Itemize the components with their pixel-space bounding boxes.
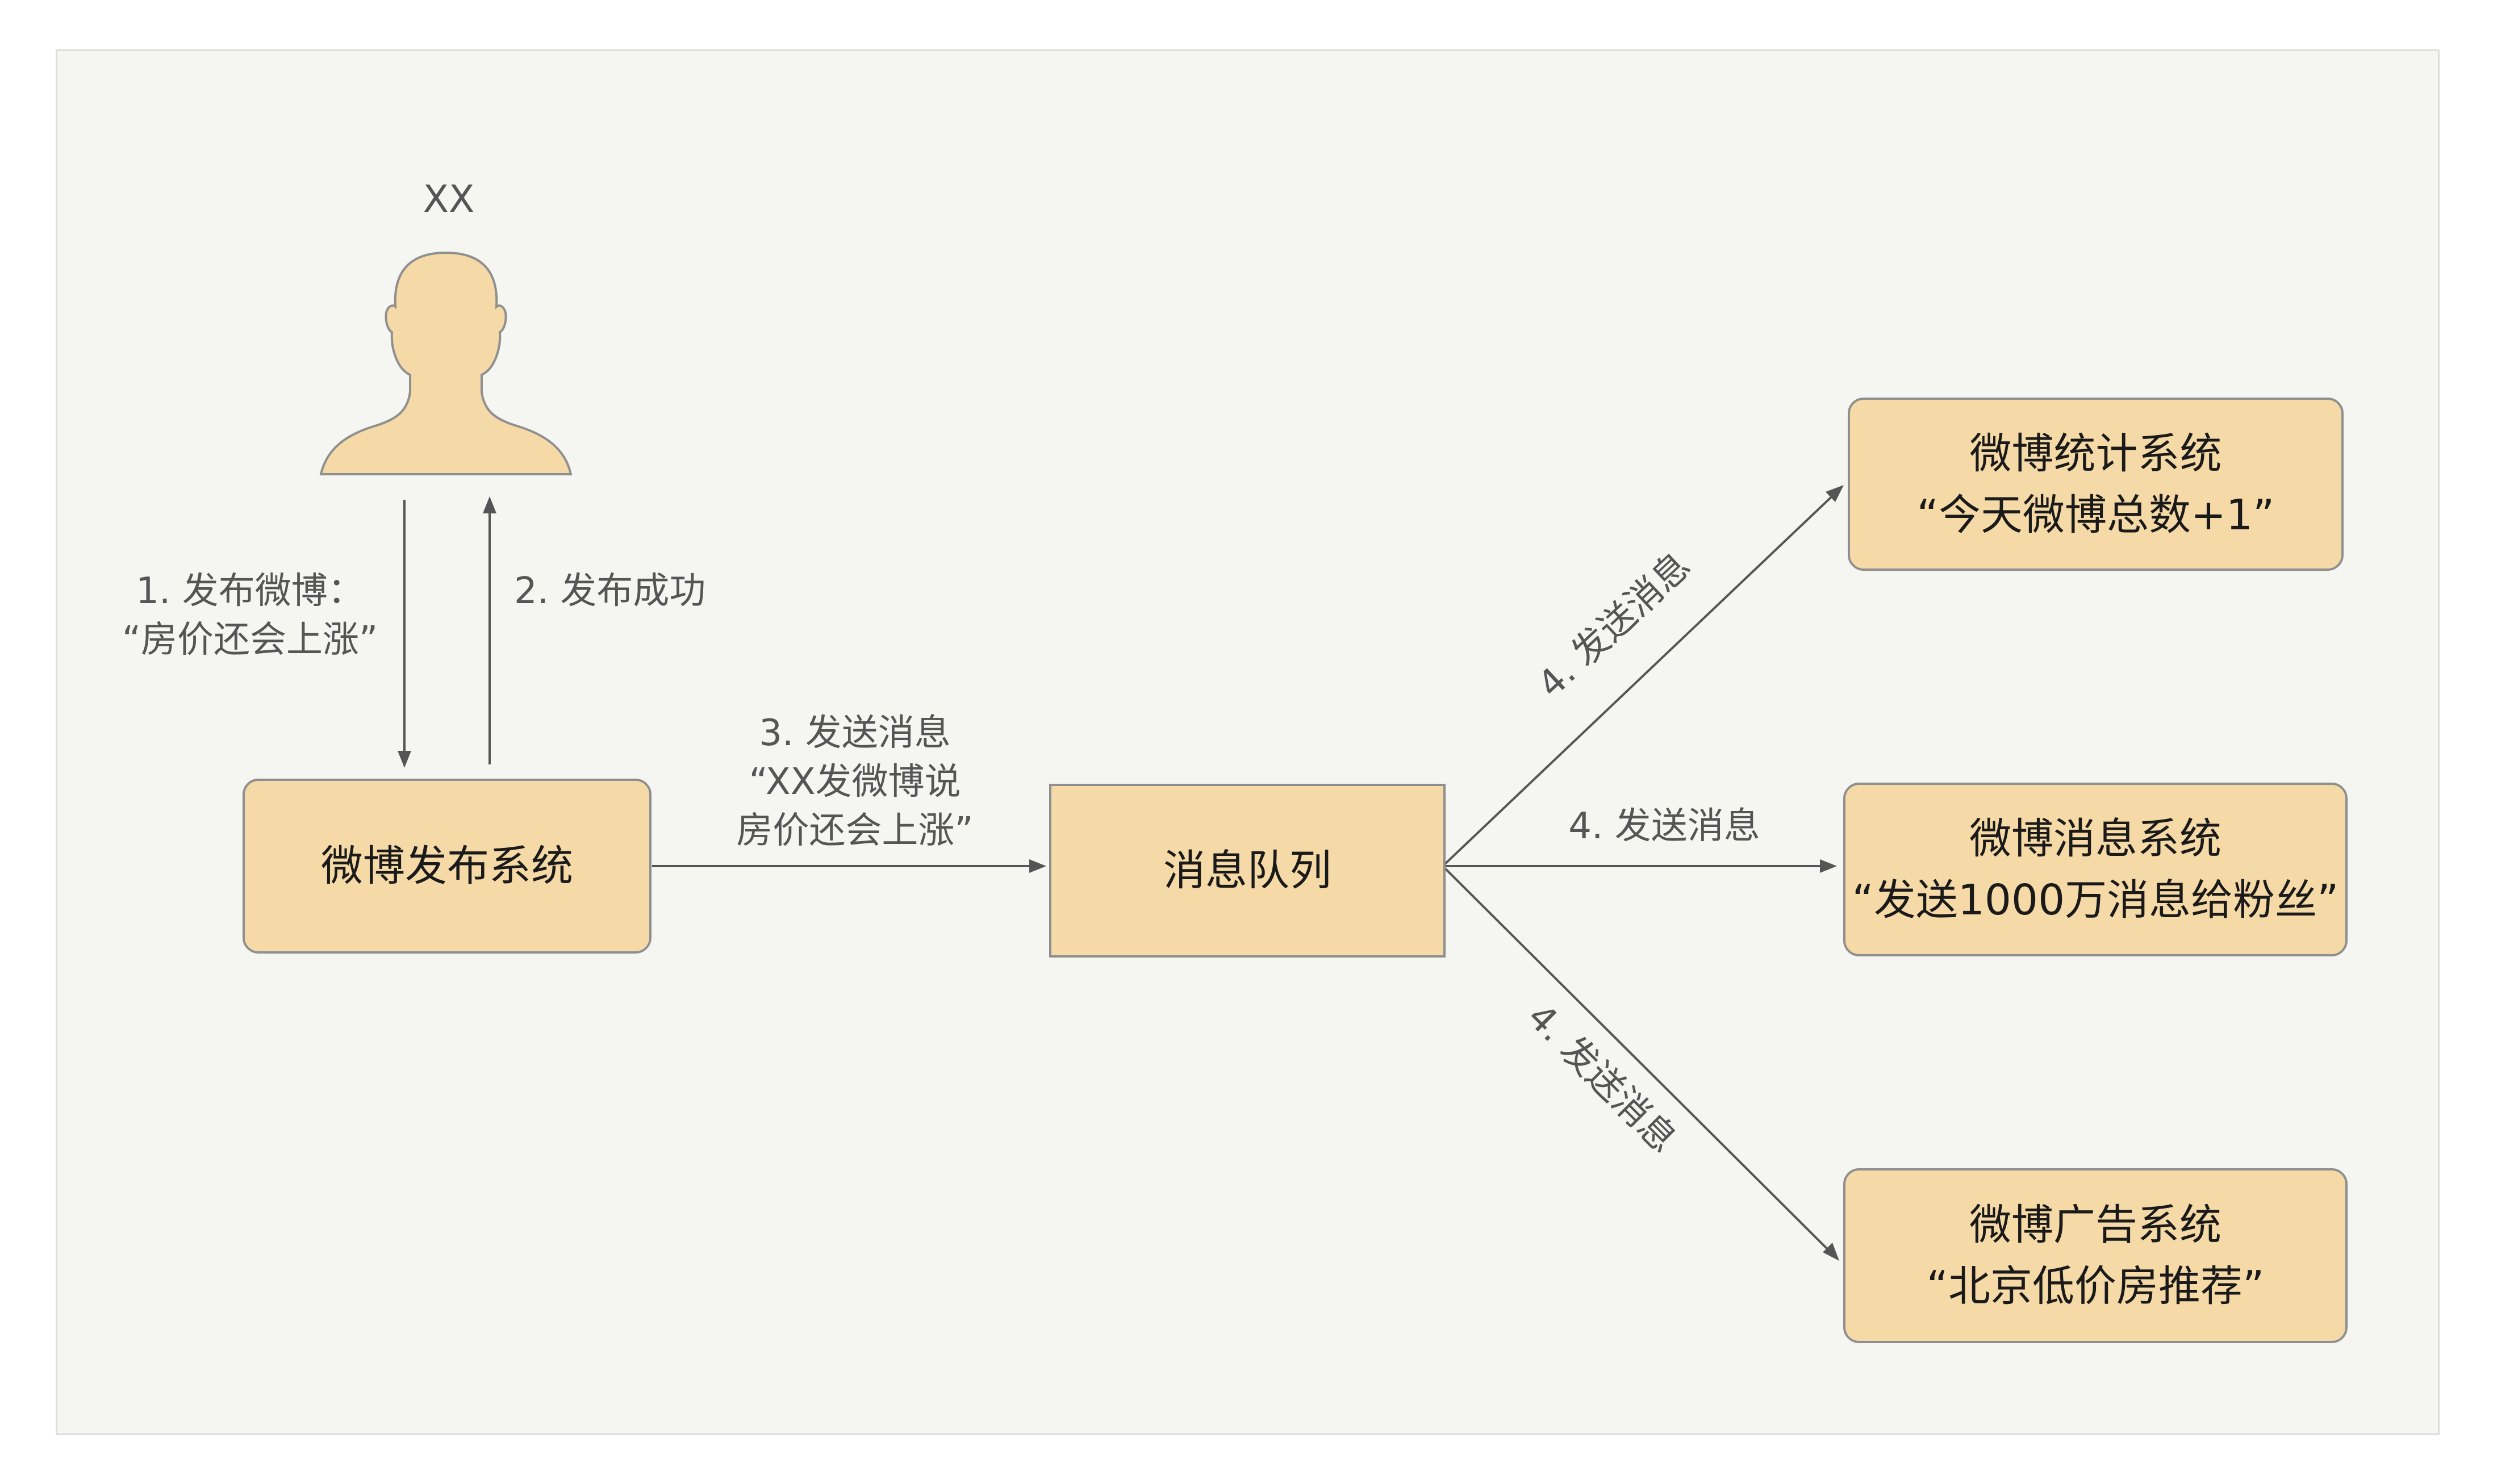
step1-line1: 1. 发布微博： <box>136 570 364 612</box>
publish-system-label: 微博发布系统 <box>321 842 573 891</box>
step4-mid-label: 4. 发送消息 <box>1568 805 1760 847</box>
arrowhead-up <box>483 496 496 513</box>
arrowhead-message <box>1820 859 1837 873</box>
step3-line2: “XX发微博说 <box>749 761 961 803</box>
message-system-detail: “发送1000万消息给粉丝” <box>1852 876 2339 925</box>
arrow-queue-to-ads <box>1442 865 1837 1259</box>
step3-line1: 3. 发送消息 <box>759 712 951 754</box>
ads-system-box: 微博广告系统 “北京低价房推荐” <box>1843 1168 2348 1343</box>
arrowhead-right-queue <box>1029 859 1046 873</box>
step1-label: 1. 发布微博： “房价还会上涨” <box>102 567 398 664</box>
message-system-box: 微博消息系统 “发送1000万消息给粉丝” <box>1843 783 2348 956</box>
step1-line2: “房价还会上涨” <box>122 619 378 661</box>
step2-label: 2. 发布成功 <box>514 570 706 612</box>
arrowhead-stats <box>1826 485 1844 502</box>
arrow-queue-to-stats <box>1442 487 1841 867</box>
arrowhead-ads <box>1823 1243 1839 1261</box>
message-queue-label: 消息队列 <box>1163 846 1331 895</box>
user-name-label: XX <box>423 177 475 221</box>
user-silhouette-icon <box>319 251 573 475</box>
stats-system-box: 微博统计系统 “今天微博总数+1” <box>1848 398 2344 571</box>
publish-system-box: 微博发布系统 <box>243 779 652 954</box>
message-system-title: 微博消息系统 <box>1969 814 2221 863</box>
stats-system-title: 微博统计系统 <box>1969 429 2222 478</box>
stats-system-detail: “今天微博总数+1” <box>1916 490 2275 540</box>
message-queue-box: 消息队列 <box>1049 784 1446 958</box>
arrowhead-down <box>398 751 411 768</box>
ads-system-title: 微博广告系统 <box>1969 1201 2221 1249</box>
step3-label: 3. 发送消息 “XX发微博说 房价还会上涨” <box>699 709 1011 855</box>
step3-line3: 房价还会上涨” <box>736 810 974 852</box>
ads-system-detail: “北京低价房推荐” <box>1926 1262 2265 1311</box>
